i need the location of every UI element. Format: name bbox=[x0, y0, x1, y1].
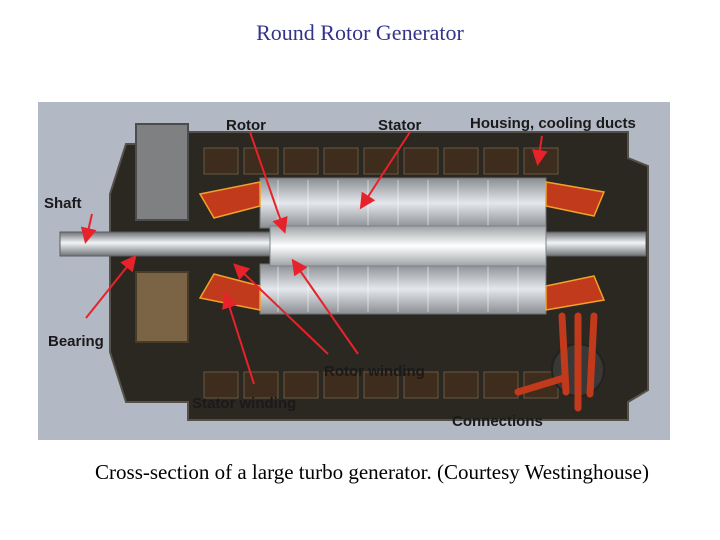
pointer-arrows bbox=[80, 131, 548, 385]
callout-shaft: Shaft bbox=[44, 195, 82, 212]
generator-cross-section: Rotor Stator Housing, cooling ducts Shaf… bbox=[38, 102, 670, 440]
terminal-connections bbox=[514, 312, 605, 412]
figure-caption: Cross-section of a large turbo generator… bbox=[95, 460, 649, 484]
callout-bearing: Bearing bbox=[48, 333, 104, 350]
callout-stator: Stator bbox=[378, 117, 422, 134]
rotor-body bbox=[269, 225, 547, 267]
callout-connections: Connections bbox=[452, 413, 543, 430]
stator-core bbox=[259, 177, 547, 315]
callout-rotor: Rotor bbox=[226, 117, 266, 134]
callout-housing: Housing, cooling ducts bbox=[470, 115, 636, 132]
callout-stator-winding: Stator winding bbox=[192, 395, 296, 412]
stator-winding-ends bbox=[198, 181, 606, 311]
slide-title: Round Rotor Generator bbox=[256, 20, 464, 45]
callout-rotor-winding: Rotor winding bbox=[324, 363, 425, 380]
